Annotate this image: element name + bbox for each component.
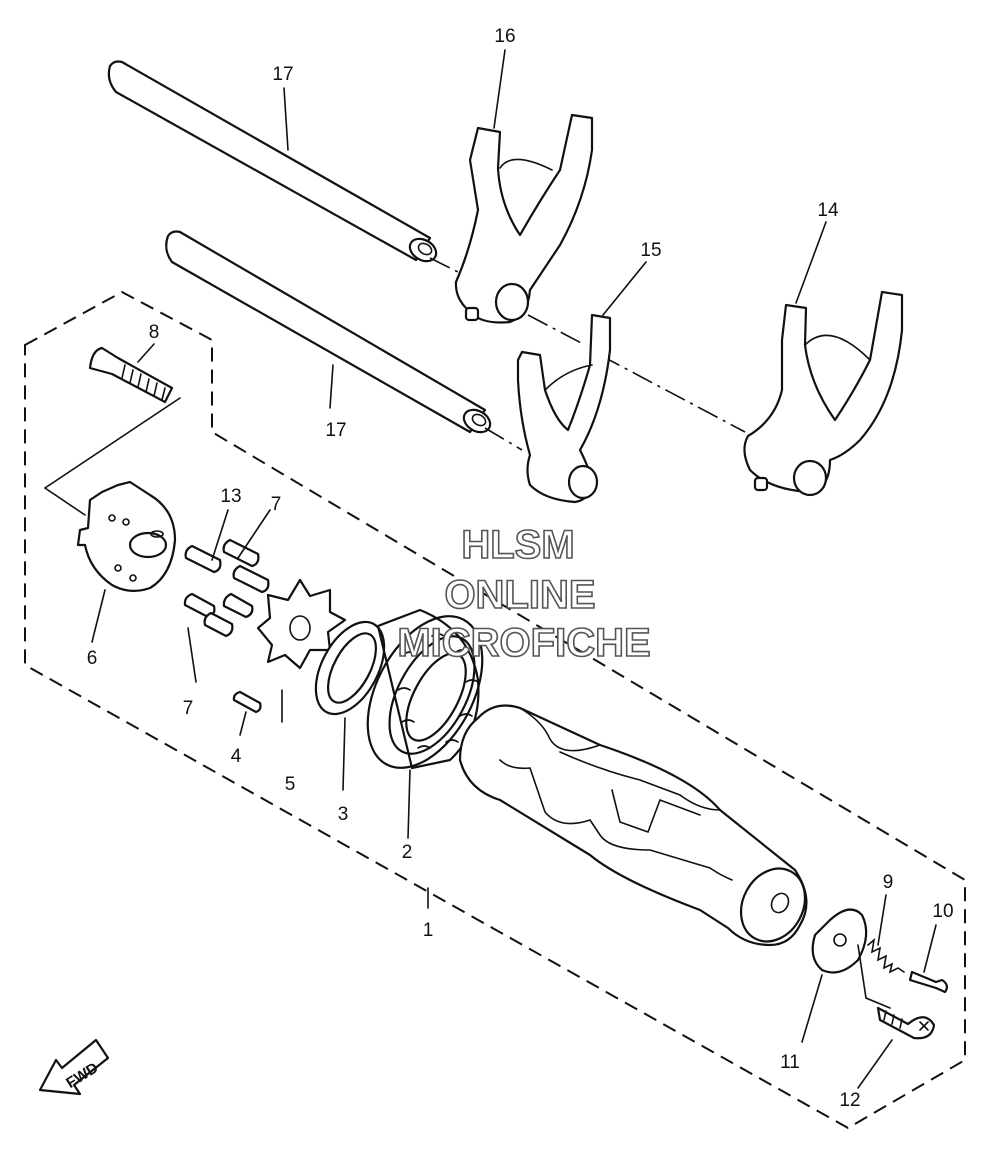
- callout-11: 11: [780, 1052, 800, 1073]
- callout-2: 2: [402, 842, 413, 863]
- guide-bar-lower: [165, 230, 523, 451]
- shift-fork-15: [516, 313, 612, 504]
- shift-drum-1: [427, 704, 808, 947]
- pin-4: [232, 690, 262, 736]
- callout-10: 10: [932, 901, 953, 922]
- watermark-line-1: HLSM: [461, 523, 574, 567]
- callout-9: 9: [883, 872, 894, 893]
- callout-14: 14: [817, 200, 839, 221]
- leader-15: [602, 261, 647, 316]
- callout-13: 13: [220, 486, 241, 507]
- callout-7-lower: 7: [183, 698, 194, 719]
- watermark-line-2: ONLINE: [444, 573, 595, 617]
- screw-8: [43, 346, 181, 516]
- pin-10: [908, 924, 949, 994]
- leader-14: [795, 221, 827, 304]
- callout-15: 15: [640, 240, 661, 261]
- leader-8: [137, 343, 155, 363]
- callout-6: 6: [87, 648, 98, 669]
- plate-11: [801, 908, 868, 1043]
- callout-7-upper: 7: [271, 494, 282, 515]
- star-plate-5: [256, 578, 347, 723]
- shift-fork-16: [454, 113, 746, 433]
- guide-bar-upper: [107, 60, 471, 279]
- assembly-boundary: [24, 290, 966, 1130]
- callout-17-lower: 17: [325, 420, 346, 441]
- callout-3: 3: [338, 804, 349, 825]
- callout-1: 1: [423, 920, 434, 941]
- forward-direction-arrow-icon: FWD: [38, 1038, 110, 1096]
- callout-12: 12: [839, 1090, 860, 1111]
- leader-17-lower: [329, 364, 334, 409]
- shift-drum-segment-6: [76, 480, 177, 643]
- callout-16: 16: [494, 26, 515, 47]
- leader-17-upper: [283, 87, 289, 151]
- screw-12: [857, 944, 936, 1089]
- shift-fork-14: [743, 290, 904, 497]
- callout-4: 4: [231, 746, 242, 767]
- leader-16: [493, 49, 506, 129]
- callout-8: 8: [149, 322, 160, 343]
- washer-3: [314, 620, 386, 791]
- callout-5: 5: [285, 774, 296, 795]
- watermark-line-3: MICROFICHE: [397, 621, 650, 665]
- spring-9: [867, 894, 905, 974]
- pins-7: [183, 509, 271, 683]
- callout-17-upper: 17: [272, 64, 293, 85]
- bearing-2: [366, 608, 484, 839]
